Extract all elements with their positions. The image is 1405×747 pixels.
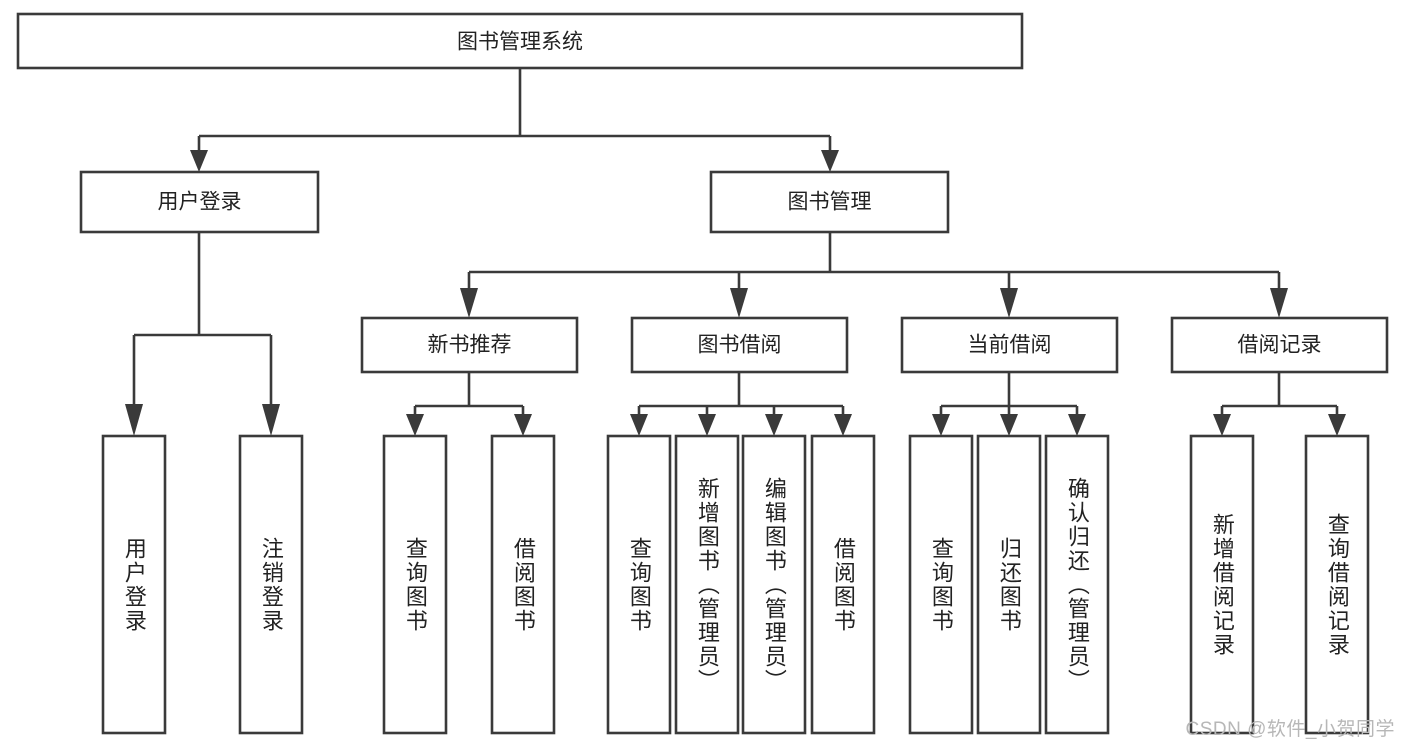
node-borrow-record[interactable]: 借阅记录 <box>1170 316 1389 374</box>
node-root-label: 图书管理系统 <box>457 31 583 54</box>
arrow-head-leaf-borrow-record-2 <box>1328 414 1346 436</box>
leaf-box-borrow-record-1[interactable] <box>1189 434 1255 735</box>
node-book-borrow[interactable]: 图书借阅 <box>630 316 849 374</box>
arrow-head-leaf-book-borrow-4 <box>834 414 852 436</box>
node-current-borrow-label: 当前借阅 <box>968 334 1052 357</box>
node-book-borrow-label: 图书借阅 <box>698 334 782 357</box>
arrow-head-leaf-new-book-1 <box>406 414 424 436</box>
arrow-head-leaf-current-borrow-2 <box>1000 414 1018 436</box>
node-new-book-recommend[interactable]: 新书推荐 <box>360 316 579 374</box>
leaf-box-user-login-1[interactable] <box>101 434 167 735</box>
leaf-box-current-borrow-2[interactable] <box>976 434 1042 735</box>
arrow-head-leaf-current-borrow-3 <box>1068 414 1086 436</box>
leaf-box-new-book-2[interactable] <box>490 434 556 735</box>
arrow-head-leaf-borrow-record-1 <box>1213 414 1231 436</box>
node-book-manage-label: 图书管理 <box>788 191 872 214</box>
leaf-box-book-borrow-4[interactable] <box>810 434 876 735</box>
node-current-borrow[interactable]: 当前借阅 <box>900 316 1119 374</box>
node-book-borrow-box[interactable] <box>630 316 849 374</box>
node-borrow-record-label: 借阅记录 <box>1238 334 1322 357</box>
arrow-head-leaf-user-login-2 <box>262 404 280 436</box>
arrow-head-book-manage <box>821 150 839 172</box>
leaf-box-book-borrow-2[interactable] <box>674 434 740 735</box>
arrow-head-new-book <box>460 288 478 318</box>
node-root-box[interactable] <box>16 12 1024 70</box>
arrow-head-borrow-record <box>1270 288 1288 318</box>
arrow-head-leaf-book-borrow-2 <box>698 414 716 436</box>
node-book-manage[interactable]: 图书管理 <box>709 170 950 234</box>
node-user-login-label: 用户登录 <box>158 191 242 214</box>
watermark-text: CSDN @软件_小贺同学 <box>1185 719 1395 740</box>
leaf-box-user-login-2[interactable] <box>238 434 304 735</box>
node-new-book-recommend-box[interactable] <box>360 316 579 374</box>
leaf-box-book-borrow-1[interactable] <box>606 434 672 735</box>
arrow-head-leaf-book-borrow-1 <box>630 414 648 436</box>
connector-group <box>125 68 1346 436</box>
arrow-head-user-login <box>190 150 208 172</box>
node-user-login[interactable]: 用户登录 <box>79 170 320 234</box>
leaf-box-new-book-1[interactable] <box>382 434 448 735</box>
arrow-head-leaf-book-borrow-3 <box>765 414 783 436</box>
leaf-box-borrow-record-2[interactable] <box>1304 434 1370 735</box>
leaf-box-current-borrow-1[interactable] <box>908 434 974 735</box>
arrow-head-book-borrow <box>730 288 748 318</box>
leaf-box-current-borrow-3[interactable] <box>1044 434 1110 735</box>
node-user-login-box[interactable] <box>79 170 320 234</box>
arrow-head-current-borrow <box>1000 288 1018 318</box>
node-new-book-recommend-label: 新书推荐 <box>428 334 512 357</box>
leaf-box-book-borrow-3[interactable] <box>741 434 807 735</box>
arrow-head-leaf-user-login-1 <box>125 404 143 436</box>
node-book-manage-box[interactable] <box>709 170 950 234</box>
arrow-head-leaf-new-book-2 <box>514 414 532 436</box>
node-root[interactable]: 图书管理系统 <box>16 12 1024 70</box>
node-current-borrow-box[interactable] <box>900 316 1119 374</box>
node-borrow-record-box[interactable] <box>1170 316 1389 374</box>
arrow-head-leaf-current-borrow-1 <box>932 414 950 436</box>
